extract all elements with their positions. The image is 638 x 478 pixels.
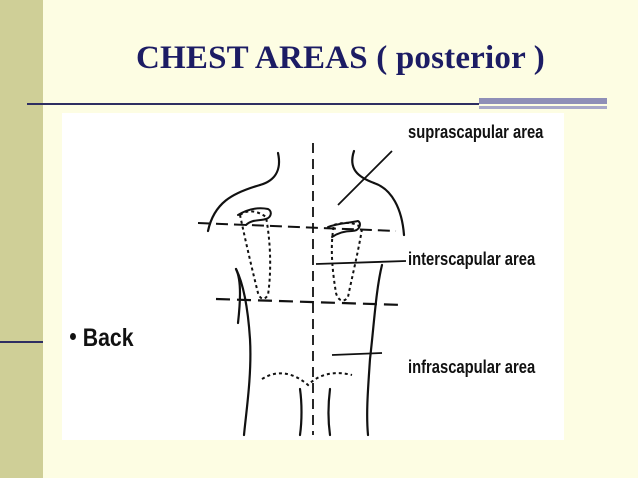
- left-decorative-band: [0, 0, 43, 478]
- title-rule-thick-lower: [479, 106, 607, 109]
- lower-boundary-line: [215, 297, 405, 307]
- spine-left-line: [298, 387, 303, 437]
- lower-rib-margin: [261, 372, 353, 387]
- right-acromion: [327, 219, 361, 238]
- bullet-dot-icon: [70, 332, 76, 340]
- back-label-text: Back: [82, 324, 134, 352]
- interscapular-pointer: [315, 260, 407, 265]
- infrascapular-pointer: [331, 352, 383, 356]
- back-outline-drawing: [197, 143, 407, 437]
- right-side-line: [366, 263, 384, 437]
- suprascapular-pointer: [337, 150, 393, 206]
- left-shoulder-line: [206, 183, 262, 233]
- spine-right-line: [327, 387, 332, 437]
- suprascapular-label: suprascapular area: [408, 122, 544, 142]
- slide-title: CHEST AREAS ( posterior ): [136, 40, 545, 76]
- infrascapular-label: infrascapular area: [408, 357, 536, 377]
- upper-boundary-line: [197, 222, 397, 232]
- right-scapula-outline: [330, 221, 364, 302]
- left-scapula-outline: [238, 210, 272, 300]
- left-band-tick: [0, 341, 43, 343]
- title-rule-thin: [27, 103, 479, 105]
- left-side-line: [234, 267, 252, 437]
- posterior-chest-figure: suprascapular area interscapular area in…: [62, 113, 564, 440]
- interscapular-label: interscapular area: [408, 249, 536, 269]
- neck-right-line: [351, 149, 376, 185]
- left-arm-line: [234, 267, 242, 325]
- back-label: Back: [70, 324, 134, 353]
- title-rule-thick: [479, 98, 607, 104]
- neck-left-line: [258, 151, 281, 187]
- right-shoulder-line: [372, 181, 406, 237]
- left-acromion: [237, 207, 272, 226]
